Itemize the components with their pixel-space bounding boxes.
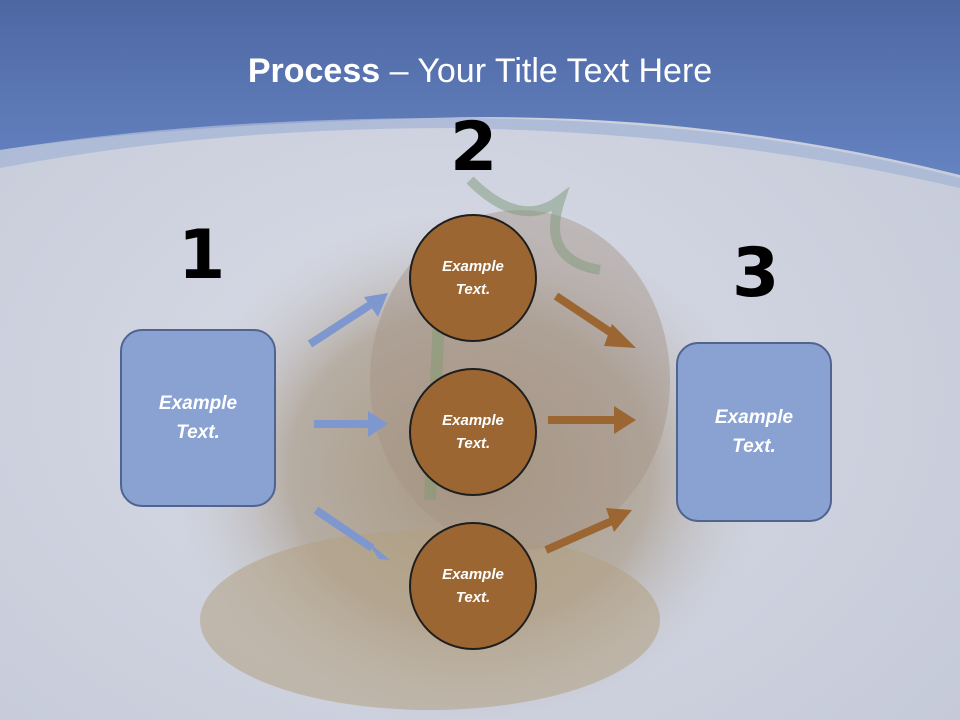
slide-title: Process – Your Title Text Here: [0, 52, 960, 91]
circle-top: Example Text.: [409, 214, 537, 342]
arrow-top-to-right: [553, 292, 619, 340]
arrow-bottom-to-right: [544, 517, 614, 554]
circle-top-text: Example Text.: [442, 258, 504, 298]
left-box-text: Example Text.: [158, 393, 238, 443]
right-box-text: Example Text.: [714, 407, 794, 457]
arrow-middle-to-right-head: [614, 406, 636, 434]
arrow-top-to-right-head: [604, 324, 636, 348]
arrow-bottom-to-right-head: [606, 508, 632, 532]
title-rest: – Your Title Text Here: [380, 52, 713, 90]
right-box: Example Text.: [676, 342, 832, 522]
circle-bottom-text: Example Text.: [442, 566, 504, 606]
arrow-left-to-top: [307, 301, 373, 348]
circle-middle: Example Text.: [409, 368, 537, 496]
header-swoosh: [0, 118, 960, 188]
circle-bottom: Example Text.: [409, 522, 537, 650]
arrow-left-to-middle-head: [368, 411, 388, 437]
header-band: [0, 0, 960, 175]
left-box: Example Text.: [120, 329, 276, 507]
step-number-1: 1: [178, 216, 226, 295]
step-number-2: 2: [450, 108, 498, 187]
circle-middle-text: Example Text.: [442, 412, 504, 452]
step-number-3: 3: [732, 234, 780, 313]
arrow-left-to-bottom: [313, 506, 375, 552]
title-bold: Process: [247, 52, 381, 90]
arrow-left-to-bottom-head: [366, 540, 390, 560]
arrow-left-to-top-head: [364, 293, 388, 317]
